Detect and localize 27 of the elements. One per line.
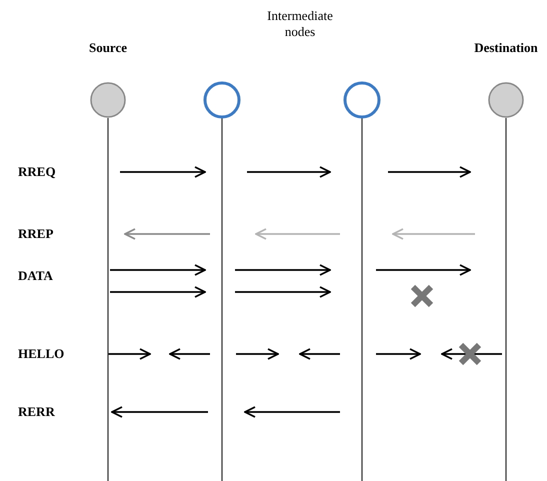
message-arrow bbox=[120, 166, 206, 178]
message-arrow bbox=[235, 264, 331, 276]
message-arrow bbox=[244, 406, 340, 418]
message-label: RERR bbox=[18, 404, 55, 420]
message-label: HELLO bbox=[18, 346, 64, 362]
message-arrow bbox=[299, 348, 340, 360]
message-arrow bbox=[110, 286, 206, 298]
message-arrow bbox=[441, 348, 502, 360]
message-arrow bbox=[235, 286, 331, 298]
message-arrow bbox=[111, 406, 208, 418]
lifeline-heading: Source bbox=[88, 40, 128, 56]
message-arrow bbox=[110, 264, 206, 276]
group-heading: Intermediate nodes bbox=[266, 8, 334, 40]
message-arrow bbox=[247, 166, 331, 178]
message-label: RREQ bbox=[18, 164, 56, 180]
message-arrow bbox=[169, 348, 210, 360]
message-label: RREP bbox=[18, 226, 54, 242]
message-arrow bbox=[108, 348, 151, 360]
message-label: DATA bbox=[18, 268, 53, 284]
lifeline-heading: Destination bbox=[473, 40, 539, 56]
message-arrow bbox=[236, 348, 279, 360]
message-arrow bbox=[392, 228, 475, 240]
message-arrow bbox=[255, 228, 340, 240]
message-arrow bbox=[124, 228, 210, 240]
message-arrow bbox=[388, 166, 471, 178]
message-arrow bbox=[376, 348, 421, 360]
message-arrow bbox=[376, 264, 471, 276]
